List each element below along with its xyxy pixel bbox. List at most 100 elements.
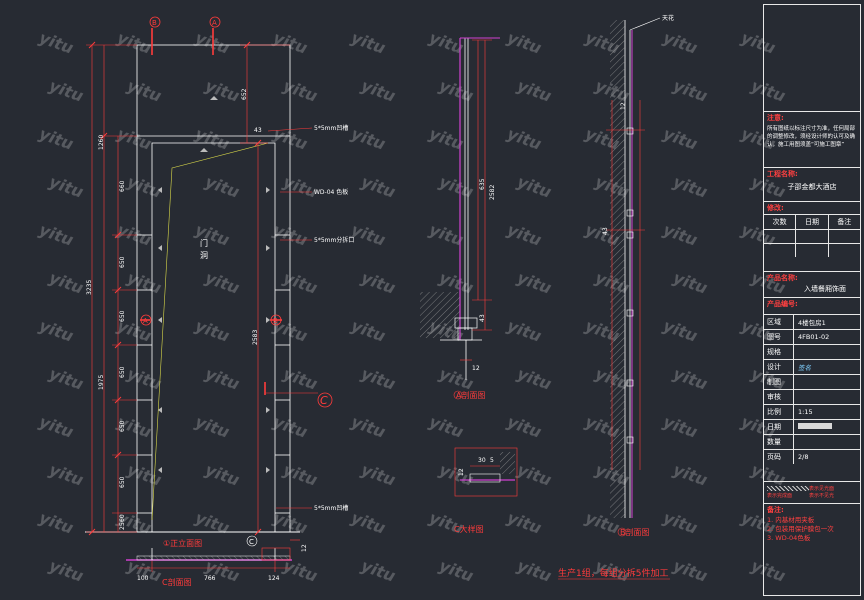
section-c-small-marker: C — [249, 538, 254, 546]
callout-split: 5*5mm分拆口 — [314, 236, 354, 244]
section-c-label: C剖面图 — [162, 577, 192, 587]
watermark-text: yitu — [203, 268, 242, 298]
legend-right-2: 表示不见光 — [809, 492, 835, 499]
watermark-text: yitu — [349, 316, 388, 346]
marker-a-top: A — [212, 19, 217, 27]
watermark-text: yitu — [515, 76, 554, 106]
watermark-text: yitu — [47, 172, 86, 202]
watermark-text: yitu — [203, 460, 242, 490]
watermark-text: yitu — [437, 556, 476, 586]
dim-650-d: 650 — [119, 420, 126, 432]
project-section: 工程名称: 子邵金都大酒店 — [764, 167, 860, 201]
info-key: 区域 — [764, 315, 794, 329]
info-key: 图号 — [764, 330, 794, 344]
watermark-text: yitu — [47, 556, 86, 586]
section-a-label: A剖面图 — [456, 390, 485, 400]
notes-section: 注意: 所有图纸以标注尺寸为准，任何局部的调整修改，须经设计师的认可及确认，施工… — [764, 111, 860, 167]
product-heading: 产品名称: — [767, 274, 798, 282]
watermark-text: yitu — [349, 412, 388, 442]
dim-1975: 1975 — [98, 375, 105, 390]
watermark-text: yitu — [505, 316, 544, 346]
marker-b-top: B — [152, 19, 157, 27]
watermark-text: yitu — [193, 508, 232, 538]
marker-b-mid: B — [273, 317, 278, 325]
info-key: 比例 — [764, 405, 794, 419]
front-view-label: ①正立面图 — [163, 538, 202, 548]
watermark-text: yitu — [661, 316, 700, 346]
section-marker-circles — [140, 16, 333, 408]
remarks-heading: 备注: — [767, 506, 784, 514]
door-swing-line — [151, 142, 269, 521]
watermark-text: yitu — [281, 364, 320, 394]
dim-652: 652 — [241, 88, 248, 100]
remark-3: 3. WD-04色板 — [767, 534, 811, 542]
watermark-text: yitu — [47, 460, 86, 490]
dim-12-side: 12 — [301, 544, 308, 552]
watermark-text: yitu — [281, 76, 320, 106]
project-heading: 工程名称: — [767, 170, 798, 178]
remark-2: 2. 包装用保护膜包一次 — [767, 525, 834, 533]
watermark-text: yitu — [37, 508, 76, 538]
project-name: 子邵金都大酒店 — [787, 183, 837, 191]
info-value: 4楼包房1 — [798, 319, 826, 327]
watermark-text: yitu — [203, 76, 242, 106]
watermark-text: yitu — [437, 364, 476, 394]
watermark-text: yitu — [515, 556, 554, 586]
dim-1260: 1260 — [98, 135, 105, 150]
dim-43: 43 — [254, 127, 262, 134]
revision-row — [764, 243, 860, 257]
watermark-text: yitu — [359, 76, 398, 106]
watermark-text: yitu — [505, 412, 544, 442]
legend-hatch-icon — [767, 486, 809, 491]
watermark-text: yitu — [349, 28, 388, 58]
ceiling-label: 天花 — [662, 14, 674, 22]
notes-text: 所有图纸以标注尺寸为准，任何局部的调整修改，须经设计师的认可及确认，施工用图须盖… — [767, 126, 856, 148]
dim-100: 100 — [137, 575, 149, 582]
watermark-text: yitu — [437, 172, 476, 202]
dim-detail-5: 5 — [490, 457, 494, 464]
info-row: 规格 — [764, 344, 860, 359]
watermark-text: yitu — [661, 124, 700, 154]
info-row: 比例 1:15 — [764, 404, 860, 419]
watermark-text: yitu — [125, 364, 164, 394]
watermark-text: yitu — [203, 172, 242, 202]
notes-heading: 注意: — [767, 114, 784, 122]
watermark-text: yitu — [37, 28, 76, 58]
watermark-text: yitu — [515, 460, 554, 490]
dim-660-a: 660 — [119, 180, 126, 192]
info-row: 日期 — [764, 419, 860, 434]
dim-766: 766 — [204, 575, 216, 582]
callout-groove-top: 5*5mm凹槽 — [314, 124, 348, 132]
watermark-text: yitu — [515, 268, 554, 298]
info-value: 4FB01-02 — [798, 333, 830, 341]
info-row: 审核 — [764, 389, 860, 404]
product-section: 产品名称: 入墙餐厢饰面 — [764, 271, 860, 297]
watermark-text: yitu — [47, 76, 86, 106]
dim-b-12: 12 — [620, 102, 627, 110]
watermark-text: yitu — [671, 556, 710, 586]
dim-650-a: 650 — [119, 256, 126, 268]
info-row: 设计签名 — [764, 359, 860, 374]
dim-2583: 2583 — [252, 330, 259, 345]
revision-heading: 修改: — [767, 204, 784, 212]
dim-detail-30: 30 — [478, 457, 486, 464]
watermark-text: yitu — [193, 220, 232, 250]
section-b-label: B剖面图 — [620, 527, 650, 537]
watermark-text: yitu — [671, 76, 710, 106]
dim-a-2582: 2582 — [489, 185, 496, 200]
watermark-text: yitu — [125, 268, 164, 298]
info-row: 数量 — [764, 434, 860, 449]
info-key: 设计 — [764, 360, 794, 374]
watermark-text: yitu — [37, 124, 76, 154]
watermark-text: yitu — [47, 268, 86, 298]
door-label-bottom: 洞 — [200, 250, 208, 260]
watermark-text: yitu — [125, 76, 164, 106]
production-note: 生产1组，每组分拆5件加工 — [558, 567, 668, 579]
watermark-layer: yitu yitu yitu yitu yitu yitu yitu yitu yitu yitu… — [37, 28, 788, 586]
watermark-text: yitu — [505, 28, 544, 58]
dim-3235: 3235 — [86, 280, 93, 295]
info-value: 1:15 — [798, 408, 813, 416]
watermark-text: yitu — [671, 364, 710, 394]
watermark-text: yitu — [661, 412, 700, 442]
